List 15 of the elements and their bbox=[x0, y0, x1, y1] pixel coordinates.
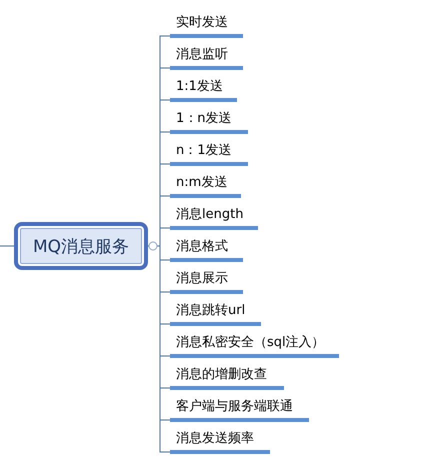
topic-label: 客户端与服务端联通 bbox=[170, 398, 309, 422]
topic-label: 实时发送 bbox=[170, 14, 243, 38]
topic-label: 1：n发送 bbox=[170, 110, 248, 134]
topic-label: 1:1发送 bbox=[170, 78, 237, 102]
topic-label: n：1发送 bbox=[170, 142, 248, 166]
topic-label: 消息私密安全（sql注入） bbox=[170, 334, 339, 358]
topic-label: 消息length bbox=[170, 206, 258, 230]
central-topic-box: MQ消息服务 bbox=[14, 222, 148, 270]
topic-label: 消息跳转url bbox=[170, 302, 261, 326]
topic-label: 消息展示 bbox=[170, 270, 243, 294]
topic-label: 消息发送频率 bbox=[170, 430, 270, 454]
topic-label: 消息格式 bbox=[170, 238, 243, 262]
topic-label: 消息监听 bbox=[170, 46, 243, 70]
topic-label: n:m发送 bbox=[170, 174, 241, 198]
topic-label: 消息的增删改查 bbox=[170, 366, 284, 390]
